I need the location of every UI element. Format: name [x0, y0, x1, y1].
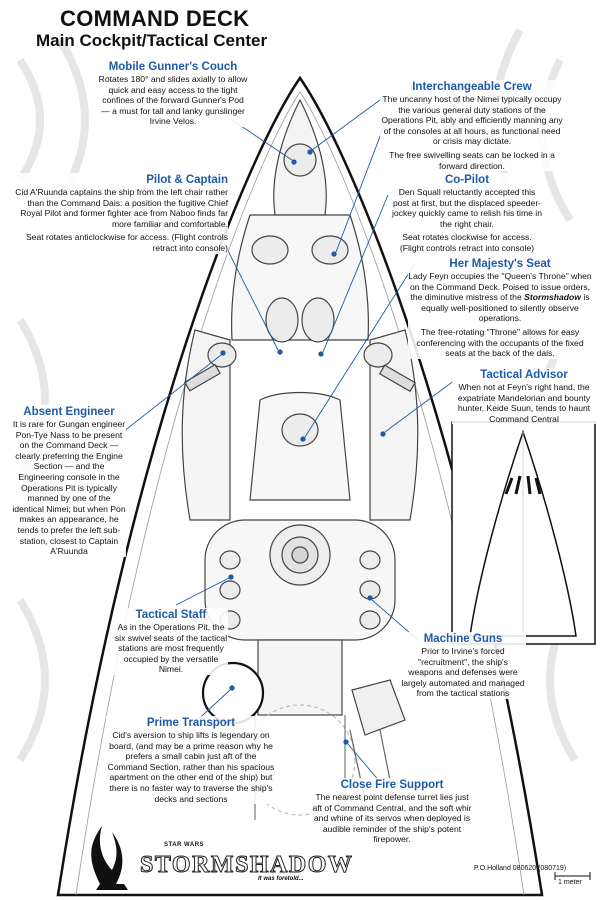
callout-machine-guns: Machine Guns Prior to Irvine's forced "r… [400, 632, 526, 699]
callout-text: Den Squall reluctantly accepted this pos… [392, 187, 542, 229]
callout-heading: Mobile Gunner's Couch [108, 61, 238, 73]
callout-heading: Machine Guns [423, 633, 503, 645]
logo-wordmark: STORMSHADOW [139, 852, 354, 879]
callout-text-secondary: The free-rotating "Throne" allows for ea… [416, 326, 584, 359]
callout-text: The nearest point defense turret lies ju… [312, 792, 472, 845]
callout-text: It is rare for Gungan engineer Pon-Tye N… [12, 419, 126, 557]
callout-heading: Absent Engineer [23, 406, 115, 418]
callout-text-secondary: Seat rotates clockwise for access. (Flig… [399, 232, 535, 253]
ship-name: Stormshadow [524, 292, 581, 303]
callout-text: Prior to Irvine's forced "recruitment", … [401, 646, 525, 699]
inset-overview [451, 421, 596, 645]
callout-text-post: is equally well-positioned to silently o… [421, 292, 590, 324]
callout-pilot-captain: Pilot & Captain Cid A'Ruunda captains th… [8, 173, 228, 254]
callout-text: Cid's aversion to ship lifts is legendar… [107, 730, 275, 804]
callout-absent-engineer: Absent Engineer It is rare for Gungan en… [12, 405, 126, 557]
callout-tactical-advisor: Tactical Advisor When not at Feyn's righ… [452, 368, 596, 425]
logo-franchise: STAR WARS [164, 842, 205, 848]
callout-interchangeable-crew: Interchangeable Crew The uncanny host of… [380, 80, 564, 172]
page-title: COMMAND DECK [60, 6, 250, 31]
callout-pointer-lines [99, 99, 456, 783]
scale-label: 1 meter [558, 879, 582, 886]
callout-mobile-gunners-couch: Mobile Gunner's Couch Rotates 180° and s… [98, 60, 248, 127]
callout-heading: Close Fire Support [340, 779, 444, 791]
callout-co-pilot: Co-Pilot Den Squall reluctantly accepted… [392, 173, 542, 254]
callout-prime-transport: Prime Transport Cid's aversion to ship l… [106, 716, 276, 805]
callout-text: The uncanny host of the Nimei typically … [381, 94, 563, 147]
callout-text: Rotates 180° and slides axially to allow… [98, 74, 248, 127]
scale-bar [554, 872, 591, 880]
callout-heading: Her Majesty's Seat [449, 258, 551, 270]
callout-heading: Pilot & Captain [146, 174, 228, 186]
callout-her-majestys-seat: Her Majesty's Seat Lady Feyn occupies th… [408, 257, 592, 359]
page-subtitle: Main Cockpit/Tactical Center [36, 31, 268, 50]
callout-text: Lady Feyn occupies the "Queen's Throne" … [408, 271, 592, 324]
author-credit: P.O.Holland 080620 (080719) [474, 865, 567, 872]
callout-heading: Prime Transport [146, 717, 236, 729]
callout-text-pre: Lady Feyn occupies the "Queen's Throne" … [408, 271, 592, 303]
callout-text-secondary: The free swivelling seats can be locked … [389, 149, 555, 171]
callout-text: Cid A'Ruunda captains the ship from the … [15, 187, 228, 229]
callout-heading: Tactical Advisor [480, 369, 568, 381]
stormshadow-emblem [91, 826, 128, 890]
callout-heading: Interchangeable Crew [412, 81, 532, 93]
callout-tactical-staff: Tactical Staff As in the Operations Pit,… [114, 608, 228, 675]
callout-heading: Co-Pilot [444, 174, 490, 186]
callout-text-secondary: Seat rotates anticlockwise for access. (… [25, 232, 228, 253]
logo-tagline: It was foretold... [258, 876, 304, 882]
callout-heading: Tactical Staff [135, 609, 207, 621]
callout-close-fire-support: Close Fire Support The nearest point def… [310, 778, 474, 845]
callout-text: As in the Operations Pit, the six swivel… [114, 622, 228, 675]
callout-text: When not at Feyn's right hand, the expat… [457, 382, 591, 424]
